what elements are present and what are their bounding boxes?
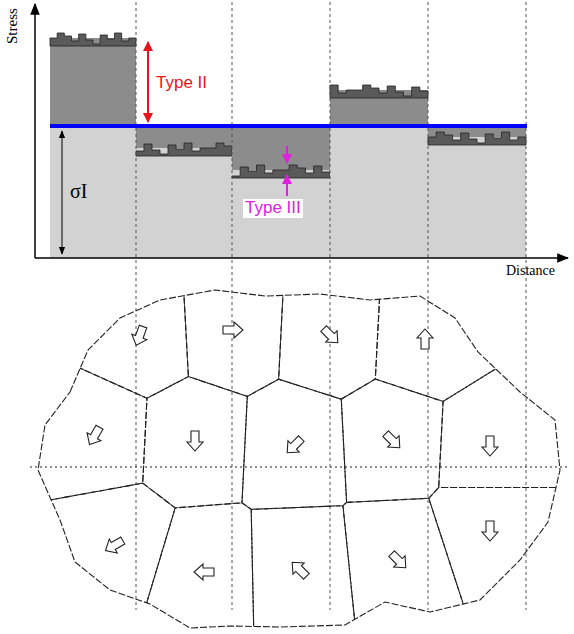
grain-boundary-guide [136, 2, 137, 610]
orientation-arrow [129, 324, 151, 348]
orientation-arrow [187, 431, 203, 451]
mean-stress-fill [50, 126, 136, 258]
mean-stress-fill [136, 148, 232, 258]
stress-type-label: Type II [156, 74, 207, 93]
x-axis [35, 257, 568, 259]
type-ii-arrow [147, 42, 149, 122]
grain-outline [242, 379, 347, 509]
orientation-arrow [482, 436, 498, 456]
orientation-arrow [318, 323, 343, 348]
measurement-line [30, 466, 568, 467]
grain-boundary-guide [526, 2, 527, 610]
orientation-arrow [482, 521, 498, 541]
microstress-steps [428, 132, 526, 145]
y-axis [34, 4, 36, 258]
grain-outline [143, 377, 248, 508]
orientation-arrow [83, 423, 107, 448]
axis-title: Distance [506, 263, 555, 278]
orientation-arrow [282, 433, 307, 458]
mean-stress-fill [330, 126, 428, 258]
grain-outline [137, 503, 253, 634]
grain-structure [20, 270, 574, 634]
orientation-arrow [101, 534, 126, 558]
grain-cells [20, 270, 574, 634]
microstress-steps [232, 165, 330, 178]
mean-stress-fill [232, 170, 330, 258]
type-iii-arrow [286, 175, 288, 196]
grain-boundary-guide [232, 2, 233, 610]
grain-deviation-fill [50, 38, 136, 126]
orientation-arrow [223, 322, 243, 338]
grain-outline [343, 498, 473, 634]
grain-boundary-guide [428, 2, 429, 610]
mean-stress-fill [428, 137, 526, 258]
type-iii-arrow [286, 146, 288, 163]
microstress-steps [50, 33, 136, 46]
grain-outline [20, 483, 175, 634]
orientation-arrow [380, 428, 405, 453]
orientation-arrow [386, 548, 411, 573]
axis-title: Stress [4, 8, 21, 44]
orientation-arrow [287, 557, 312, 582]
grain-outline [439, 320, 574, 487]
grain-deviation-fill [232, 126, 330, 170]
orientation-arrow [417, 329, 433, 349]
grain-outline [279, 270, 381, 399]
microstress-steps [330, 85, 428, 98]
stress-type-label: Type III [243, 199, 303, 218]
stress-symbol: σI [70, 180, 87, 202]
grain-boundary-guide [330, 2, 331, 610]
grain-outline [183, 270, 285, 396]
mean-stress-line [50, 124, 527, 128]
grain-outline [429, 488, 574, 634]
grain-outline [251, 506, 356, 634]
grain-outline [20, 341, 147, 505]
grain-aggregate-outline [38, 290, 560, 628]
grain-outline [341, 379, 443, 502]
stress-profile [35, 2, 568, 610]
orientation-arrow [194, 564, 214, 580]
macro-stress-arrow [62, 131, 63, 254]
microstress-steps [136, 143, 232, 156]
